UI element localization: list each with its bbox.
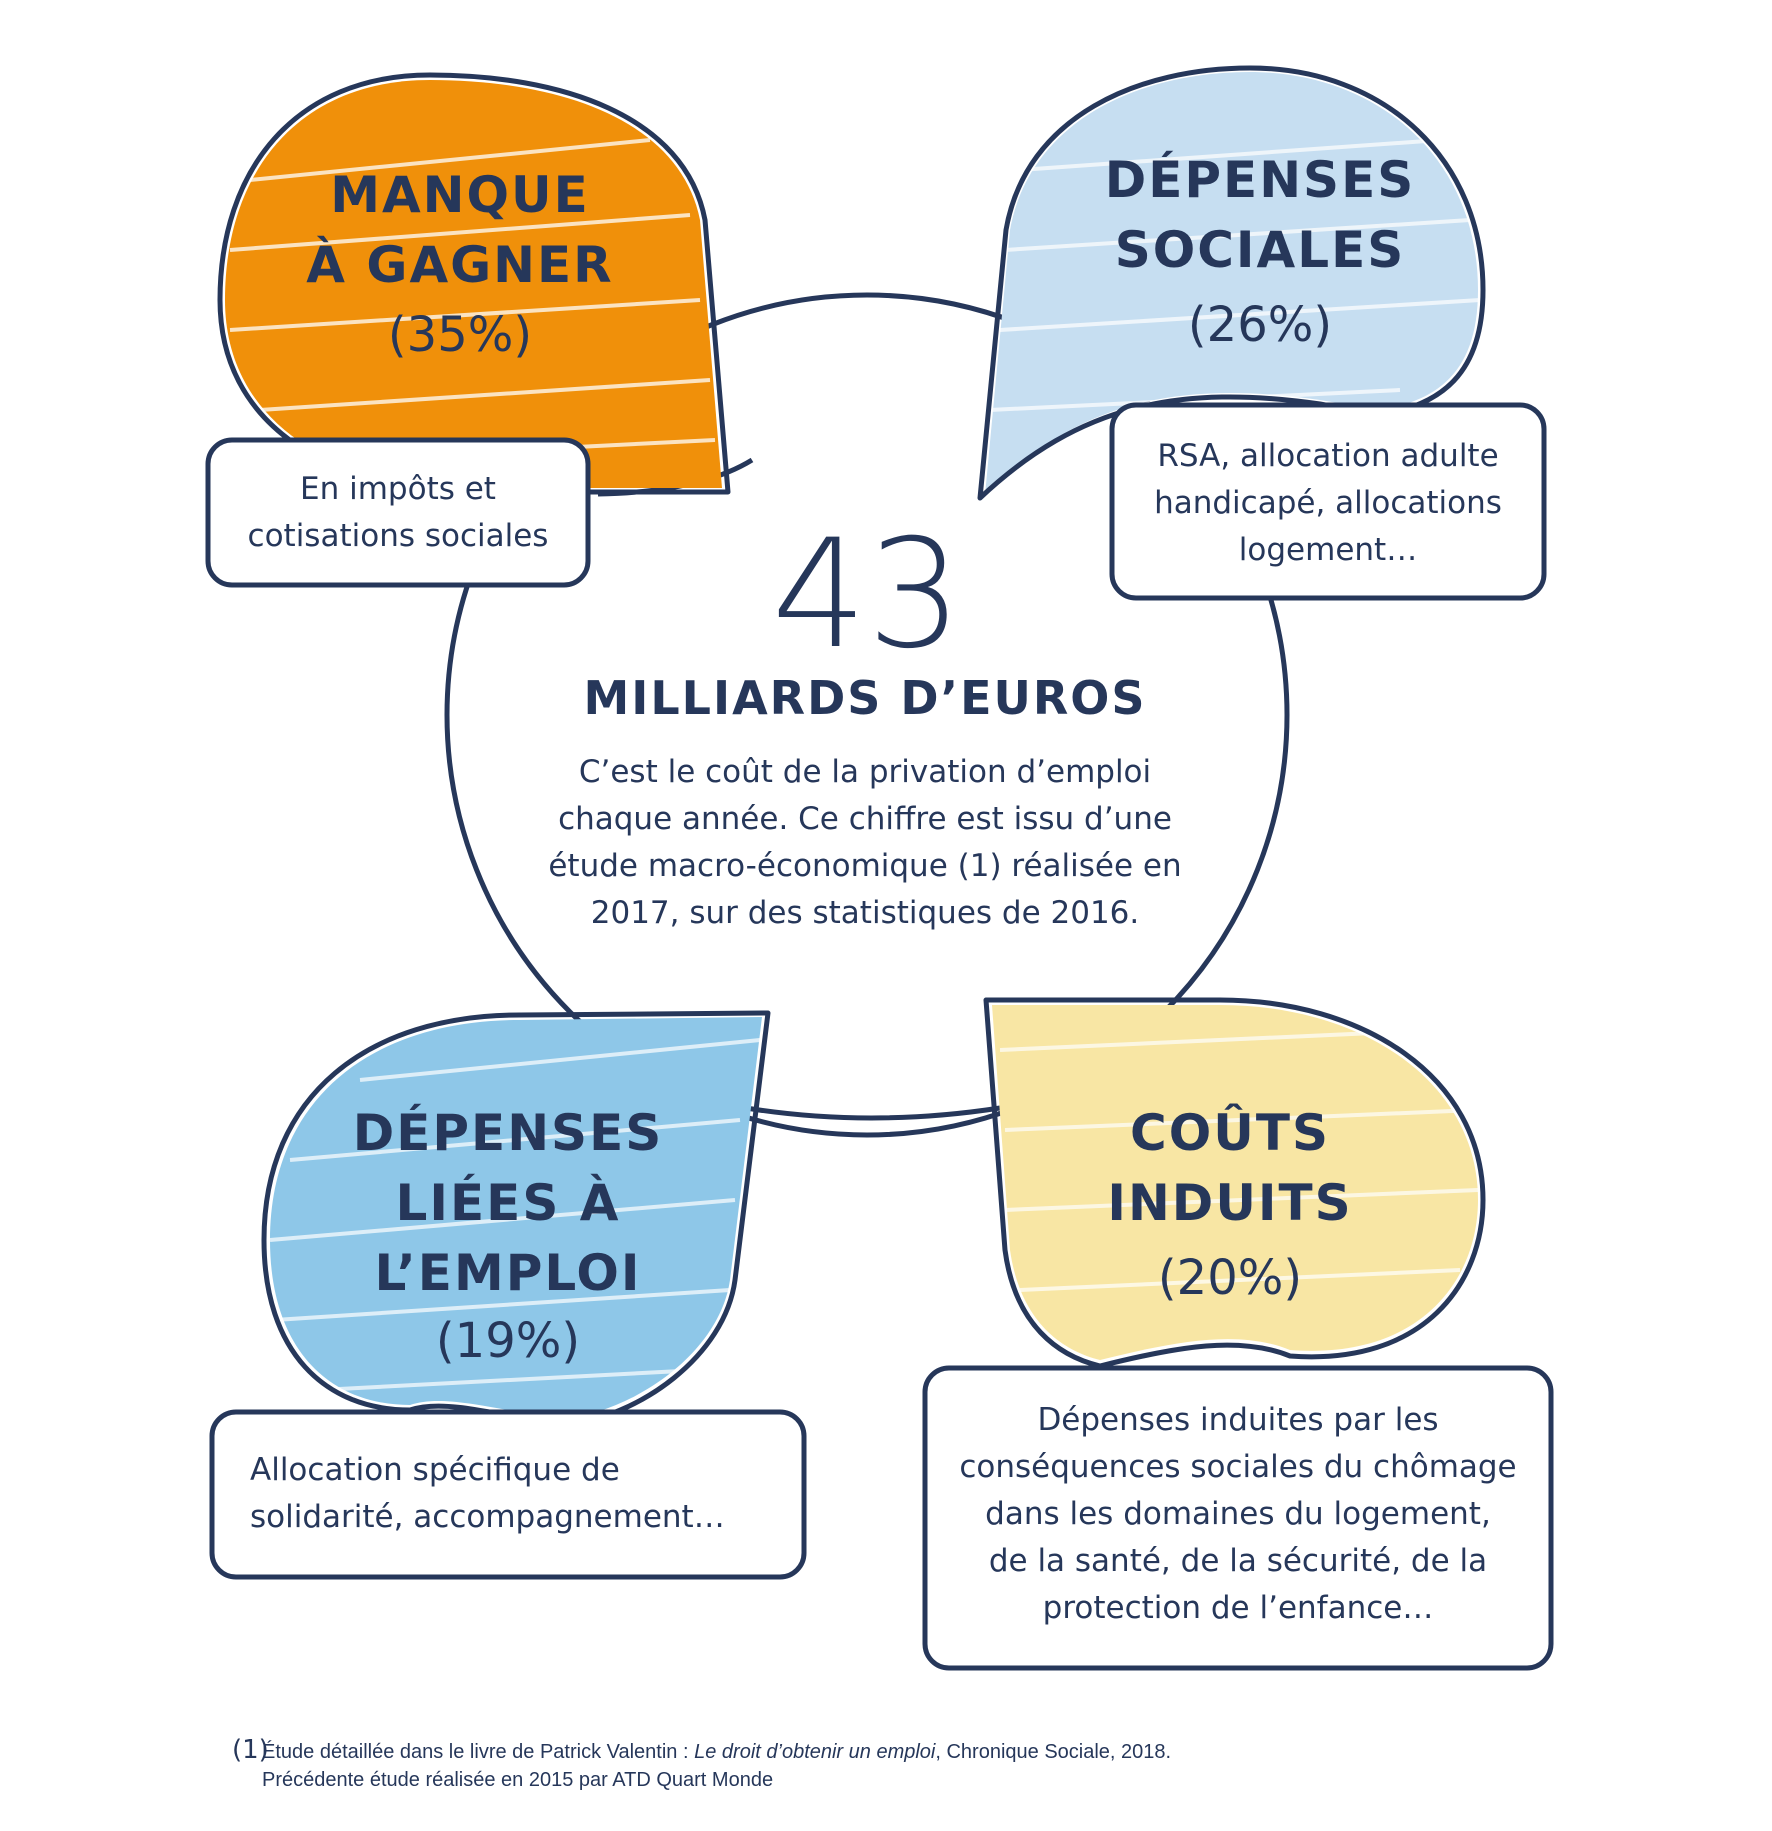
center-unit: MILLIARDS D’EUROS [583, 671, 1147, 725]
footnote-marker: (1) [232, 1735, 269, 1765]
induits-note-line: conséquences sociales du chômage [959, 1449, 1517, 1485]
manque-note-line: En impôts et [300, 471, 496, 507]
footnote-line-1: Étude détaillée dans le livre de Patrick… [262, 1738, 1262, 1766]
center-amount: 43 [771, 508, 963, 682]
blob-couts-induits [983, 997, 1486, 1369]
induits-note-line: dans les domaines du logement, [985, 1496, 1491, 1532]
note-box-sociales [1109, 402, 1547, 601]
emploi-title: DÉPENSES LIÉES À L’EMPLOI [308, 1098, 708, 1308]
sociales-note-line: logement… [1238, 532, 1418, 568]
sociales-note: RSA, allocation adulte handicapé, alloca… [1116, 433, 1540, 574]
sociales-note-line: RSA, allocation adulte [1157, 438, 1499, 474]
center-circle [444, 292, 1290, 1138]
sociales-title-line: SOCIALES [1114, 221, 1406, 279]
blob-scribble [269, 1038, 761, 1392]
footnote-line-2: Précédente étude réalisée en 2015 par AT… [262, 1769, 774, 1791]
manque-note: En impôts et cotisations sociales [212, 466, 584, 560]
induits-note: Dépenses induites par les conséquences s… [930, 1397, 1546, 1632]
blob-fill [985, 72, 1478, 495]
note-box-emploi [209, 1409, 807, 1580]
center-description-line: chaque année. Ce chiffre est issu d’une [558, 801, 1172, 837]
connector-line [745, 1105, 1001, 1121]
footnote-book-title: Le droit d’obtenir un emploi [694, 1741, 936, 1763]
manque-title-line: MANQUE [330, 166, 590, 224]
center-description: C’est le coût de la privation d’emploi c… [480, 749, 1250, 937]
sociales-title-line: DÉPENSES [1104, 151, 1416, 209]
blob-fill [992, 1005, 1478, 1360]
emploi-title-line: L’EMPLOI [374, 1244, 642, 1302]
emploi-percent: (19%) [435, 1313, 581, 1369]
manque-percent: (35%) [387, 307, 533, 363]
emploi-note-line: Allocation spécifique de [250, 1452, 620, 1488]
footnote-text: , Chronique Sociale, 2018. [935, 1741, 1172, 1763]
manque-title: MANQUE À GAGNER [260, 160, 660, 300]
blob-outline [983, 997, 1486, 1369]
sociales-percent: (26%) [1187, 297, 1333, 353]
center-description-line: 2017, sur des statistiques de 2016. [590, 895, 1140, 931]
manque-title-line: À GAGNER [306, 236, 614, 294]
induits-percent: (20%) [1157, 1250, 1303, 1306]
induits-note-line: Dépenses induites par les [1037, 1402, 1439, 1438]
induits-title: COÛTS INDUITS [1030, 1098, 1430, 1238]
sociales-title: DÉPENSES SOCIALES [1060, 145, 1460, 285]
emploi-note-line: solidarité, accompagnement… [250, 1499, 725, 1535]
induits-title-line: INDUITS [1107, 1174, 1353, 1232]
center-description-line: C’est le coût de la privation d’emploi [578, 754, 1152, 790]
note-box-manque [205, 437, 591, 588]
center-description-line: étude macro-économique (1) réalisée en [548, 848, 1182, 884]
footnote-text: Étude détaillée dans le livre de Patrick… [262, 1741, 695, 1763]
emploi-title-line: DÉPENSES [352, 1104, 664, 1162]
blob-outline [261, 1010, 771, 1429]
manque-note-line: cotisations sociales [247, 518, 549, 554]
sociales-note-line: handicapé, allocations [1154, 485, 1502, 521]
induits-note-line: de la santé, de la sécurité, de la [988, 1543, 1488, 1579]
blob-depenses-emploi [261, 1010, 771, 1429]
blob-depenses-sociales [977, 65, 1486, 501]
emploi-note: Allocation spécifique de solidarité, acc… [250, 1447, 790, 1541]
blob-outline [977, 65, 1486, 501]
footnote: (1) Étude détaillée dans le livre de Pat… [232, 1736, 1262, 1794]
induits-note-line: protection de l’enfance… [1042, 1590, 1434, 1626]
note-box-induits [922, 1365, 1554, 1671]
induits-title-line: COÛTS [1130, 1104, 1330, 1162]
emploi-title-line: LIÉES À [395, 1174, 621, 1232]
